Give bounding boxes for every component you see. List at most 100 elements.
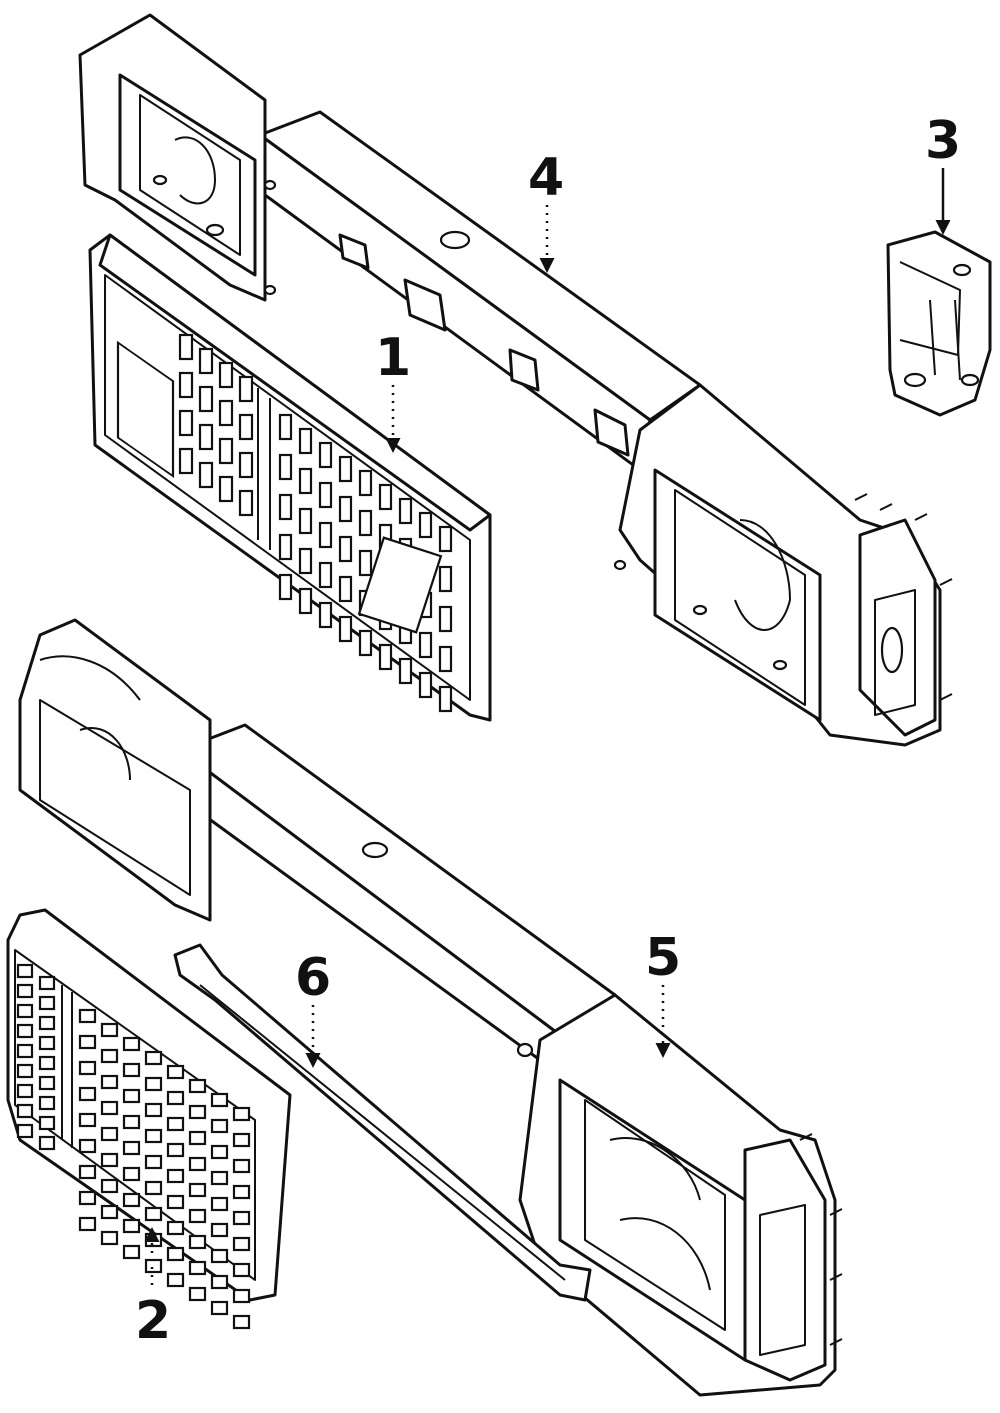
grille-slot — [78, 1086, 97, 1102]
grille-slot — [144, 1206, 163, 1222]
grille-slot — [418, 631, 433, 659]
callout-2: 2 — [135, 1227, 171, 1351]
grille-slot — [16, 1023, 34, 1039]
grille-slot — [358, 469, 373, 497]
grille-slot — [38, 1135, 56, 1151]
upper-grille — [88, 233, 492, 722]
grille-slot — [178, 409, 194, 437]
grille-slot — [38, 1015, 56, 1031]
grille-slot — [338, 575, 353, 603]
grille-slot — [438, 645, 453, 673]
grille-slot — [100, 1048, 119, 1064]
grille-slot — [210, 1144, 229, 1160]
grille-slot — [122, 1036, 141, 1052]
grille-slot — [166, 1272, 185, 1288]
grille-slot — [100, 1204, 119, 1220]
callout-6: 6 — [295, 948, 331, 1068]
grille-slot — [144, 1128, 163, 1144]
grille-slot — [210, 1196, 229, 1212]
grille-slot — [232, 1288, 251, 1304]
grille-slot — [38, 995, 56, 1011]
grille-slot — [358, 629, 373, 657]
svg-text:1: 1 — [375, 328, 411, 388]
grille-slot — [100, 1022, 119, 1038]
grille-slot — [16, 1083, 34, 1099]
grille-slot — [298, 427, 313, 455]
grille-slot — [338, 535, 353, 563]
grille-slot — [100, 1074, 119, 1090]
grille-slot — [238, 413, 254, 441]
grille-slot — [210, 1274, 229, 1290]
grille-slot — [298, 547, 313, 575]
grille-slot — [78, 1008, 97, 1024]
grille-slot — [100, 1230, 119, 1246]
grille-slot — [166, 1168, 185, 1184]
grille-slot — [210, 1248, 229, 1264]
grille-slot — [318, 441, 333, 469]
grille-slot — [16, 1043, 34, 1059]
filler-strip — [173, 943, 592, 1302]
grille-slot — [438, 525, 453, 553]
grille-slot — [144, 1180, 163, 1196]
grille-slot — [178, 371, 194, 399]
grille-slot — [298, 467, 313, 495]
grille-slot — [38, 1055, 56, 1071]
grille-slot — [78, 1190, 97, 1206]
grille-slot — [232, 1236, 251, 1252]
grille-slot — [178, 447, 194, 475]
grille-slot — [278, 533, 293, 561]
grille-slot — [218, 475, 234, 503]
svg-text:5: 5 — [645, 928, 681, 988]
grille-slot — [232, 1158, 251, 1174]
grille-slot — [398, 657, 413, 685]
grille-slot — [218, 399, 234, 427]
grille-slot — [144, 1258, 163, 1274]
grille-slot — [144, 1154, 163, 1170]
grille-slot — [438, 605, 453, 633]
grille-slot — [122, 1218, 141, 1234]
grille-slot — [232, 1184, 251, 1200]
svg-text:2: 2 — [135, 1291, 171, 1351]
grille-slot — [144, 1232, 163, 1248]
grille-slot — [238, 451, 254, 479]
callout-5: 5 — [645, 928, 681, 1058]
grille-slot — [78, 1112, 97, 1128]
grille-slot — [166, 1220, 185, 1236]
grille-slot — [122, 1062, 141, 1078]
grille-slot — [100, 1152, 119, 1168]
grille-slot — [166, 1064, 185, 1080]
grille-slot — [144, 1076, 163, 1092]
grille-slot — [16, 1003, 34, 1019]
grille-slot — [38, 1115, 56, 1131]
grille-slot — [122, 1114, 141, 1130]
grille-slot — [38, 975, 56, 991]
grille-slot — [188, 1078, 207, 1094]
grille-slot — [338, 495, 353, 523]
grille-slot — [338, 455, 353, 483]
grille-slot — [232, 1314, 251, 1330]
grille-slot — [338, 615, 353, 643]
grille-slot — [166, 1116, 185, 1132]
grille-slot — [358, 509, 373, 537]
grille-slot — [318, 521, 333, 549]
grille-slot — [188, 1208, 207, 1224]
grille-slot — [178, 333, 194, 361]
grille-slot — [232, 1210, 251, 1226]
grille-slot — [198, 385, 214, 413]
grille-slot — [100, 1178, 119, 1194]
grille-slot — [198, 347, 214, 375]
grille-slot — [218, 437, 234, 465]
grille-slot — [188, 1286, 207, 1302]
callout-4: 4 — [528, 148, 564, 273]
grille-slot — [100, 1126, 119, 1142]
grille-slot — [16, 963, 34, 979]
grille-slot — [318, 601, 333, 629]
grille-slot — [38, 1095, 56, 1111]
grille-slot — [122, 1140, 141, 1156]
callout-3: 3 — [925, 111, 961, 235]
grille-slot — [38, 1075, 56, 1091]
grille-slot — [122, 1088, 141, 1104]
grille-slot — [38, 1035, 56, 1051]
grille-slot — [278, 573, 293, 601]
